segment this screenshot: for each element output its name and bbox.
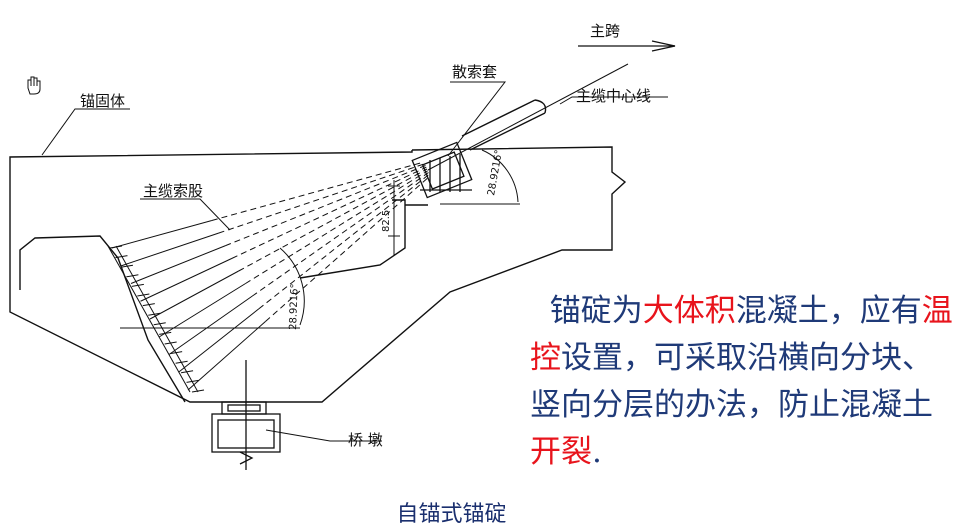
strand-solid	[140, 257, 233, 302]
strand-solid	[168, 295, 253, 355]
hand-cursor-icon	[27, 76, 41, 95]
label-scatter-sleeve: 散索套	[452, 63, 497, 81]
anchor-plate	[180, 370, 194, 374]
note-part-4: .	[592, 434, 602, 470]
anchor-plate	[120, 264, 134, 268]
label-anchor-body: 锚固体	[80, 92, 125, 110]
anchor-plate	[164, 341, 177, 345]
note-part-1: 锚碇为	[549, 293, 643, 329]
strand-dashed	[211, 161, 425, 221]
strand-dashed	[238, 168, 428, 272]
strand-dashed	[218, 163, 425, 234]
scatter-sleeve	[411, 141, 473, 199]
strand-dashed	[245, 170, 429, 285]
angle-label-upper: 28.9216°	[486, 149, 505, 197]
angle-dimension-upper	[440, 149, 520, 205]
angle-label-lower: 28.9216°	[288, 283, 301, 330]
label-main-span: 主跨	[590, 22, 620, 40]
note-highlight-mass-concrete: 大体积	[642, 293, 736, 329]
strand-dashed	[251, 172, 429, 297]
leader-cable-centerline	[559, 96, 668, 105]
strand-solid	[187, 321, 266, 391]
saddle-chamber	[299, 199, 406, 279]
anchor-plate	[115, 255, 128, 259]
anchor-plate	[170, 351, 183, 355]
anchor-plate	[142, 303, 155, 307]
strand-dashed	[258, 173, 430, 310]
offset-dimension	[388, 180, 400, 255]
anchor-plate	[137, 293, 150, 297]
strand-solid	[149, 270, 239, 320]
label-cable-strands: 主缆索股	[143, 182, 203, 200]
strand-dashed	[225, 165, 426, 247]
strand-solid	[121, 232, 219, 267]
leader-pier	[265, 429, 382, 442]
anchor-plate	[175, 360, 188, 364]
label-cable-centerline: 主缆中心线	[576, 87, 651, 105]
anchor-plate	[186, 379, 199, 383]
leader-scatter-sleeve	[447, 81, 507, 157]
note-part-2: 混凝土，应有	[735, 293, 922, 329]
strand-solid	[178, 308, 260, 373]
strand-dashed	[265, 175, 431, 322]
main-span-arrow	[578, 40, 676, 52]
design-note: 锚碇为大体积混凝土，应有温控设置，可采取沿横向分块、竖向分层的办法，防止混凝土开…	[530, 288, 960, 476]
anchor-plate	[148, 312, 161, 316]
anchor-plate	[126, 274, 139, 278]
strand-dashed	[231, 166, 427, 259]
anchor-plate	[131, 283, 144, 287]
label-pier: 桥 墩	[348, 431, 383, 449]
cable-strand-fan	[111, 161, 431, 391]
strand-solid	[130, 245, 226, 284]
angle-dimension-lower	[120, 247, 305, 329]
note-highlight-temperature-control: 温控	[530, 293, 953, 376]
offset-label: 82.5	[381, 210, 392, 232]
note-highlight-cracking: 开裂	[530, 434, 592, 470]
anchor-face	[107, 245, 205, 393]
bridge-pier	[211, 360, 281, 470]
strand-solid	[111, 219, 212, 249]
cable-centerline	[427, 63, 629, 171]
figure-caption: 自锚式锚碇	[396, 502, 507, 527]
anchorage-outline	[9, 146, 627, 403]
note-part-3: 设置，可采取沿横向分块、竖向分层的办法，防止混凝土	[530, 340, 933, 423]
main-cable	[461, 99, 547, 151]
leader-cable-strands	[140, 198, 231, 231]
leader-anchor-body	[41, 108, 130, 156]
anchor-plate	[191, 389, 205, 393]
anchor-plate	[153, 322, 166, 326]
anchor-cavity	[19, 235, 186, 403]
